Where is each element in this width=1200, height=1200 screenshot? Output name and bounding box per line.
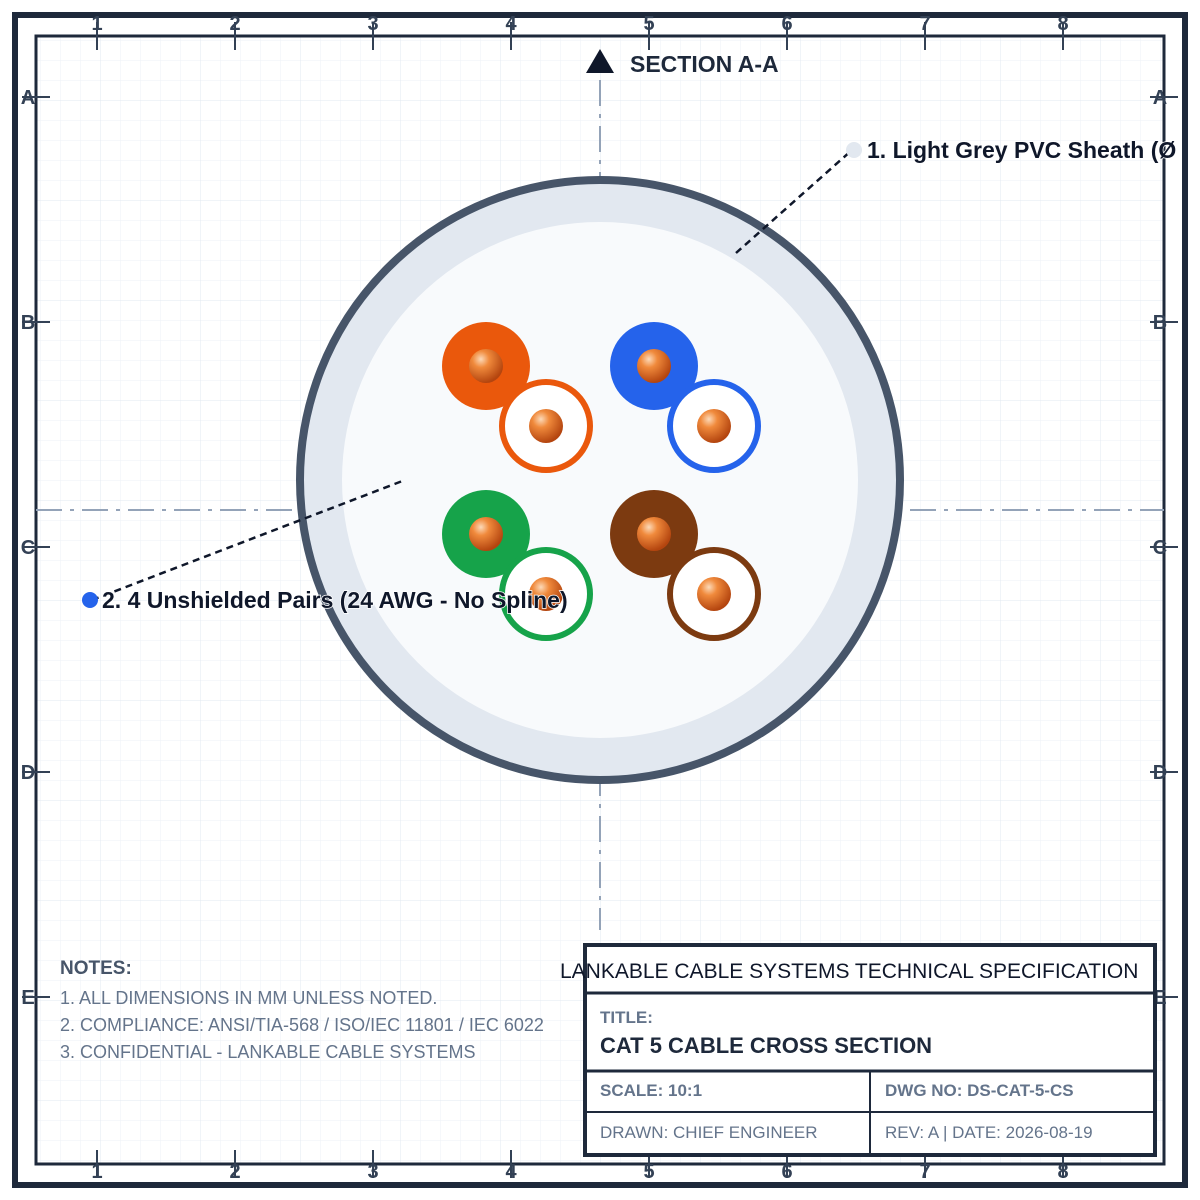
section-arrow-icon — [586, 49, 614, 73]
section-label: SECTION A-A — [630, 51, 779, 77]
row-ref-label: D — [21, 762, 35, 784]
pair-blue — [610, 322, 761, 473]
column-ref-label: 5 — [643, 1161, 654, 1183]
note-line: 1. ALL DIMENSIONS IN MM UNLESS NOTED. — [60, 988, 437, 1008]
title-label: TITLE: — [600, 1008, 653, 1027]
column-ref-label: 2 — [229, 13, 240, 35]
column-ref-label: 6 — [781, 13, 792, 35]
column-ref-label: 4 — [505, 1161, 517, 1183]
column-ref-label: 5 — [643, 13, 654, 35]
callout-sheath-text: 1. Light Grey PVC Sheath (Ø — [867, 137, 1176, 163]
twisted-pairs — [442, 322, 761, 641]
sheet-inner-border — [34, 34, 1166, 1166]
drawn-by-field: DRAWN: CHIEF ENGINEER — [600, 1123, 818, 1142]
copper-core — [637, 517, 671, 551]
pair-green — [442, 490, 593, 641]
cable-cross-section — [296, 176, 904, 784]
copper-core — [697, 577, 731, 611]
copper-core — [469, 517, 503, 551]
column-ref-label: 4 — [505, 13, 517, 35]
drawing-number-field: DWG NO: DS-CAT-5-CS — [885, 1081, 1074, 1100]
column-ref-label: 7 — [919, 13, 930, 35]
row-ref-label: A — [21, 87, 35, 109]
revision-date-field: REV: A | DATE: 2026-08-19 — [885, 1123, 1093, 1142]
drawing-title: CAT 5 CABLE CROSS SECTION — [600, 1033, 932, 1058]
notes-heading: NOTES: — [60, 958, 132, 979]
row-ref-label: D — [1153, 762, 1167, 784]
callout-sheath: 1. Light Grey PVC Sheath (Ø — [846, 136, 1177, 164]
callout-pairs: 2. 4 Unshielded Pairs (24 AWG - No Splin… — [82, 586, 568, 614]
note-line: 2. COMPLIANCE: ANSI/TIA-568 / ISO/IEC 11… — [60, 1015, 544, 1035]
column-ref-label: 3 — [367, 1161, 378, 1183]
column-ref-label: 8 — [1057, 1161, 1068, 1183]
copper-core — [529, 409, 563, 443]
sheath-leader-line — [735, 149, 853, 254]
copper-core — [469, 349, 503, 383]
title-block: LANKABLE CABLE SYSTEMS TECHNICAL SPECIFI… — [560, 943, 1157, 1157]
section-marker: SECTION A-A — [586, 49, 779, 77]
row-ref-label: C — [1153, 537, 1167, 559]
column-ref-label: 1 — [91, 13, 102, 35]
callout-leaders — [91, 149, 853, 602]
column-ref-label: 2 — [229, 1161, 240, 1183]
note-line: 3. CONFIDENTIAL - LANKABLE CABLE SYSTEMS — [60, 1042, 475, 1062]
pairs-leader-line — [91, 478, 406, 602]
column-ref-label: 8 — [1057, 13, 1068, 35]
callout-pairs-text: 2. 4 Unshielded Pairs (24 AWG - No Splin… — [102, 587, 568, 613]
copper-core — [529, 577, 563, 611]
pair-orange — [442, 322, 593, 473]
row-ref-label: B — [21, 312, 35, 334]
column-ref-label: 3 — [367, 13, 378, 35]
cable-core — [342, 222, 858, 738]
notes-block: NOTES: 1. ALL DIMENSIONS IN MM UNLESS NO… — [60, 958, 544, 1062]
copper-core — [697, 409, 731, 443]
row-ref-label: B — [1153, 312, 1167, 334]
pair-brown — [610, 490, 761, 641]
copper-core — [637, 349, 671, 383]
callout-dot — [846, 142, 862, 158]
company-name: LANKABLE CABLE SYSTEMS TECHNICAL SPECIFI… — [560, 960, 1138, 983]
column-ref-label: 1 — [91, 1161, 102, 1183]
callout-dot — [82, 592, 98, 608]
column-ref-label: 7 — [919, 1161, 930, 1183]
column-ref-label: 6 — [781, 1161, 792, 1183]
row-ref-label: C — [21, 537, 35, 559]
scale-field: SCALE: 10:1 — [600, 1081, 702, 1100]
row-ref-label: E — [21, 987, 34, 1009]
row-ref-label: A — [1153, 87, 1167, 109]
